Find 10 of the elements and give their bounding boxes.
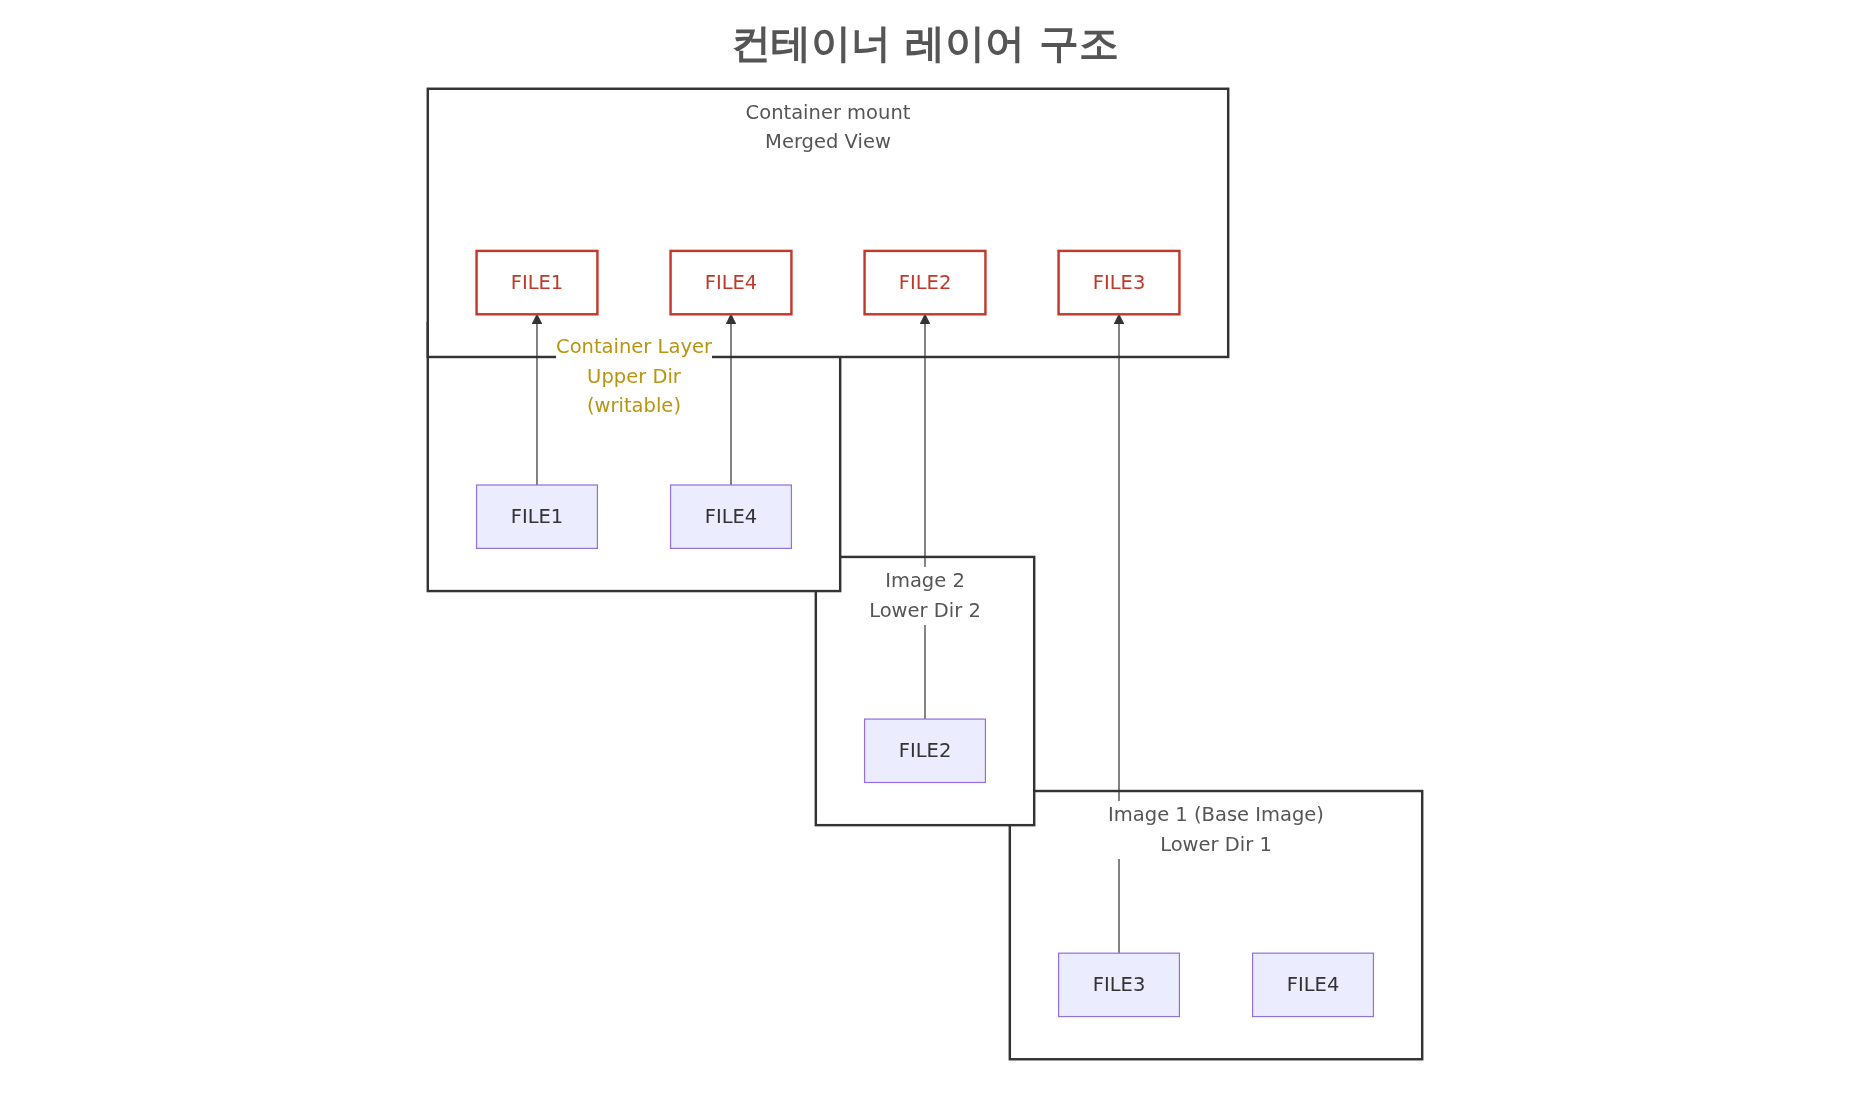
node-box: FILE4 — [669, 484, 793, 549]
node-box: FILE4 — [669, 249, 793, 316]
node-box: FILE1 — [475, 484, 598, 549]
node-box: FILE2 — [863, 249, 987, 316]
node-box: FILE2 — [863, 718, 987, 784]
node-box: FILE4 — [1252, 952, 1375, 1018]
node-box: FILE3 — [1057, 952, 1181, 1018]
node-box: FILE1 — [475, 249, 599, 316]
node-box: FILE3 — [1057, 249, 1181, 316]
diagram-title: 컨테이너 레이어 구조 — [730, 19, 1120, 68]
